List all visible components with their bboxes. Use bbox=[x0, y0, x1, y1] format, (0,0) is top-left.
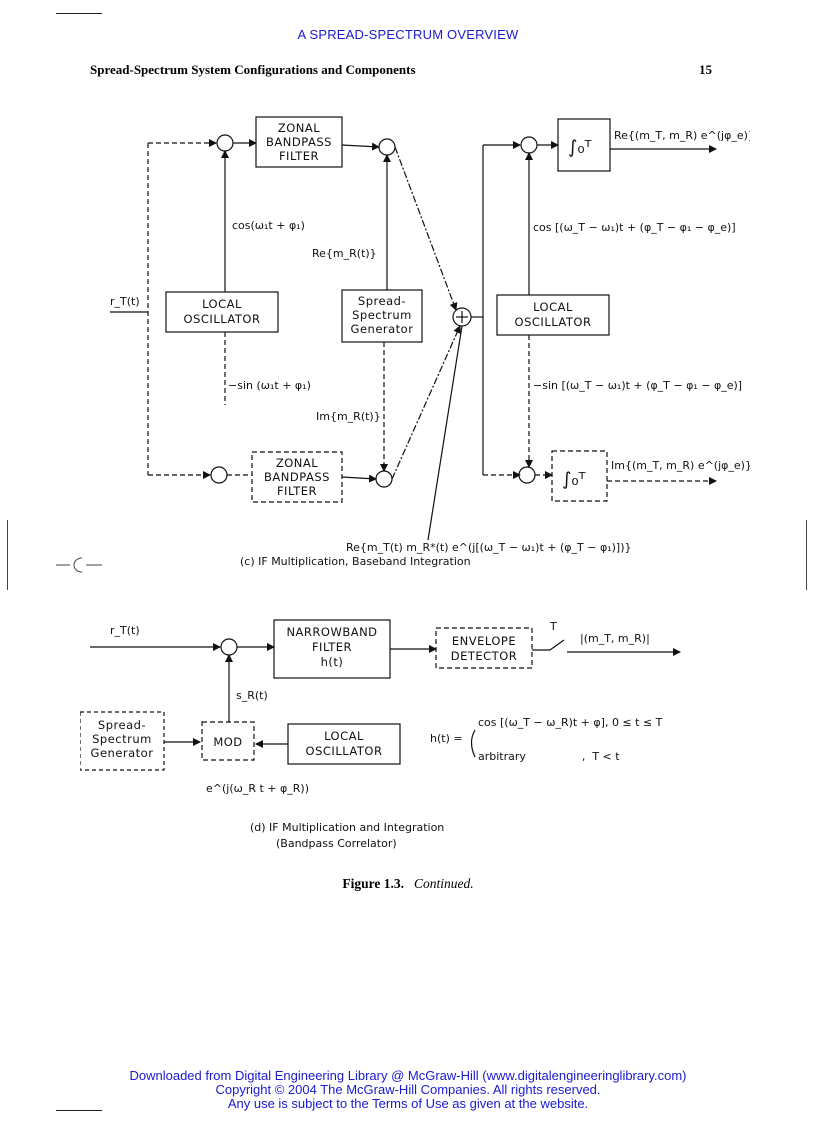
cos-label-left: cos(ω₁t + φ₁) bbox=[232, 219, 305, 232]
lo-left-line1: LOCAL bbox=[202, 297, 242, 311]
nbf-line3: h(t) bbox=[321, 655, 344, 669]
right-margin-mark bbox=[806, 520, 807, 590]
ssg-d-line2: Spectrum bbox=[92, 732, 152, 746]
caption-d-line1: (d) IF Multiplication and Integration bbox=[250, 821, 444, 834]
output-bottom-label: Im{(m_T, m_R) e^(jφ_e)} bbox=[611, 459, 750, 472]
ssg-c-line3: Generator bbox=[351, 322, 414, 336]
zonal-top-line3: FILTER bbox=[279, 149, 319, 163]
im-m-label: Im{m_R(t)} bbox=[316, 410, 381, 423]
caption-d-line2: (Bandpass Correlator) bbox=[276, 837, 397, 850]
mixer-bottom-right bbox=[518, 466, 536, 484]
footer-copyright: Copyright © 2004 The McGraw-Hill Compani… bbox=[215, 1082, 601, 1097]
section-title: Spread-Spectrum System Configurations an… bbox=[90, 62, 416, 77]
mixer-top-right bbox=[520, 136, 538, 154]
sin-label-right: −sin [(ω_T − ω₁)t + (φ_T − φ₁ − φ_e)] bbox=[533, 379, 742, 392]
ssg-block-c bbox=[341, 289, 423, 343]
lo-right-line2: OSCILLATOR bbox=[515, 315, 592, 329]
caption-c: (c) IF Multiplication, Baseband Integrat… bbox=[240, 555, 471, 568]
zonal-bottom-line2: BANDPASS bbox=[264, 470, 330, 484]
re-m-label: Re{m_R(t)} bbox=[312, 247, 377, 260]
sample-time-label: T bbox=[549, 620, 557, 633]
footer-terms[interactable]: Any use is subject to the Terms of Use a… bbox=[227, 1096, 589, 1111]
local-oscillator-left-block bbox=[165, 291, 279, 333]
lo-right-line1: LOCAL bbox=[533, 300, 573, 314]
nbf-line2: FILTER bbox=[312, 640, 352, 654]
mod-label: MOD bbox=[213, 735, 242, 749]
footer-link-line[interactable]: Downloaded from Digital Engineering Libr… bbox=[129, 1068, 687, 1083]
running-head: A SPREAD-SPECTRUM OVERVIEW bbox=[297, 27, 519, 42]
local-oscillator-right-block bbox=[496, 294, 610, 336]
output-label-d: |(m_T, m_R)| bbox=[580, 632, 650, 645]
registration-mark bbox=[56, 556, 102, 574]
ssg-d-line1: Spread- bbox=[98, 718, 146, 732]
zonal-bottom-line1: ZONAL bbox=[276, 456, 318, 470]
figure-number: Figure 1.3. bbox=[342, 876, 404, 891]
mixer-top-mid bbox=[378, 138, 396, 156]
input-label-d: r_T(t) bbox=[110, 624, 140, 637]
zonal-bottom-line3: FILTER bbox=[277, 484, 317, 498]
ssg-block-d bbox=[80, 711, 165, 771]
mixer-d bbox=[220, 638, 238, 656]
ssg-c-line1: Spread- bbox=[358, 294, 406, 308]
integrator-bottom-symbol: ∫₀ᵀ bbox=[562, 469, 586, 490]
envdet-line2: DETECTOR bbox=[451, 649, 518, 663]
h-def: h(t) = bbox=[430, 732, 463, 745]
input-label-c: r_T(t) bbox=[110, 295, 140, 308]
lo-left-line2: OSCILLATOR bbox=[184, 312, 261, 326]
cos-label-right: cos [(ω_T − ω₁)t + (φ_T − φ₁ − φ_e)] bbox=[533, 221, 736, 234]
top-left-rule bbox=[56, 13, 102, 14]
figure-text: Continued. bbox=[414, 876, 474, 891]
ssg-c-line2: Spectrum bbox=[352, 308, 412, 322]
local-oscillator-d-block bbox=[287, 723, 401, 765]
zonal-top-line2: BANDPASS bbox=[266, 135, 332, 149]
footer: Downloaded from Digital Engineering Libr… bbox=[0, 1069, 816, 1111]
ssg-d-line3: Generator bbox=[91, 746, 154, 760]
mod-block bbox=[201, 721, 255, 761]
lo-d-line2: OSCILLATOR bbox=[306, 744, 383, 758]
figure-caption: Figure 1.3. Continued. bbox=[0, 876, 816, 892]
lo-d-line1: LOCAL bbox=[324, 729, 364, 743]
mixer-bottom-left bbox=[210, 466, 228, 484]
nbf-line1: NARROWBAND bbox=[286, 625, 377, 639]
left-margin-mark bbox=[7, 520, 8, 590]
envelope-detector-block bbox=[435, 627, 533, 669]
mixer-top-left bbox=[216, 134, 234, 152]
diagram-d: r_T(t) NARROWBAND FILTER h(t) ENVELOPE D… bbox=[80, 619, 681, 850]
h-case2: arbitrary , T < t bbox=[478, 750, 620, 763]
diagram-c: r_T(t) ZONAL BANDPASS FILTER ZONAL BANDP… bbox=[110, 116, 750, 568]
mixer-bottom-mid bbox=[375, 470, 393, 488]
s-r-label: s_R(t) bbox=[236, 689, 268, 702]
zonal-top-line1: ZONAL bbox=[278, 121, 320, 135]
envdet-line1: ENVELOPE bbox=[452, 634, 516, 648]
page-number: 15 bbox=[699, 62, 712, 77]
sum-output-label: Re{m_T(t) m_R*(t) e^(j[(ω_T − ω₁)t + (φ_… bbox=[346, 541, 632, 554]
lo-expression: e^(j(ω_R t + φ_R)) bbox=[206, 782, 309, 795]
sin-label-left: −sin (ω₁t + φ₁) bbox=[228, 379, 311, 392]
output-top-label: Re{(m_T, m_R) e^(jφ_e)} bbox=[614, 129, 750, 142]
h-case1: cos [(ω_T − ω_R)t + φ], 0 ≤ t ≤ T bbox=[478, 716, 663, 729]
bottom-left-rule bbox=[56, 1110, 102, 1111]
integrator-top-symbol: ∫₀ᵀ bbox=[568, 137, 592, 158]
